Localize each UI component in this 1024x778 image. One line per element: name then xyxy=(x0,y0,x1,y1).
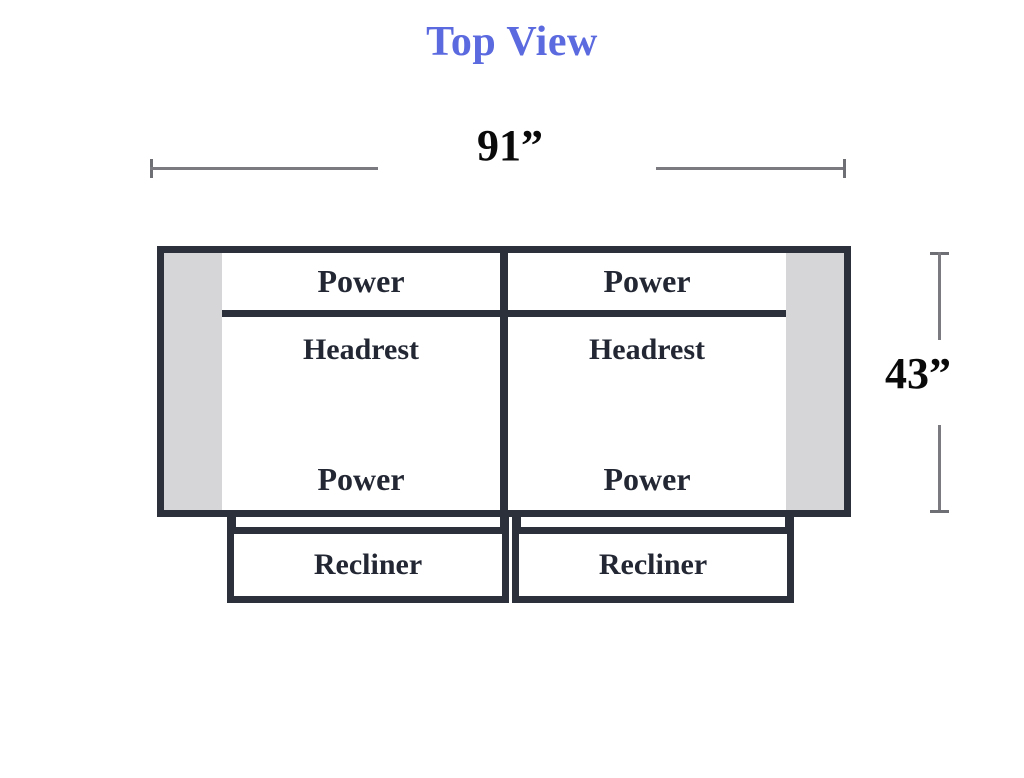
armrest-left xyxy=(164,253,222,510)
height-dimension-line-bottom xyxy=(938,425,941,513)
recliner-connector-right-b xyxy=(785,510,794,532)
recliner-group: Recliner Recliner xyxy=(157,510,851,610)
seat-power-label-left: Power xyxy=(317,461,405,497)
seat-left: Power Headrest Power xyxy=(222,253,504,510)
width-dimension-label: 91” xyxy=(477,121,543,170)
headrest-label-left: Headrest xyxy=(302,333,420,366)
sofa-frame: Power Headrest Power Power Headrest Powe… xyxy=(157,246,851,517)
power-headrest-bar-left: Power xyxy=(222,253,500,317)
height-dimension-tick-bottom xyxy=(930,510,949,513)
recliner-connector-left-a xyxy=(227,510,236,532)
recliner-connector-left-b xyxy=(500,510,509,532)
recliner-label-right: Recliner xyxy=(598,548,708,581)
power-headrest-label-left: Power xyxy=(317,263,405,299)
recliner-unit-left: Recliner xyxy=(227,510,509,610)
recliner-box-right: Recliner xyxy=(512,527,794,603)
power-headrest-label-right: Power xyxy=(603,263,691,299)
height-dimension-label: 43” xyxy=(885,349,951,398)
recliner-label-left: Recliner xyxy=(313,548,423,581)
page-title: Top View xyxy=(426,19,598,65)
height-dimension-line-top xyxy=(938,252,941,340)
power-headrest-bar-right: Power xyxy=(508,253,786,317)
seat-panel-left: Headrest Power xyxy=(222,317,500,510)
seat-group: Power Headrest Power Power Headrest Powe… xyxy=(222,253,786,510)
recliner-unit-right: Recliner xyxy=(512,510,794,610)
armrest-right xyxy=(786,253,844,510)
width-dimension-line-right xyxy=(656,167,846,170)
width-dimension-line-left xyxy=(150,167,378,170)
width-dimension-tick-right xyxy=(843,159,846,178)
seat-panel-right: Headrest Power xyxy=(508,317,786,510)
seat-power-label-right: Power xyxy=(603,461,691,497)
recliner-connector-right-a xyxy=(512,510,521,532)
seat-right: Power Headrest Power xyxy=(504,253,786,510)
recliner-box-left: Recliner xyxy=(227,527,509,603)
headrest-label-right: Headrest xyxy=(588,333,706,366)
